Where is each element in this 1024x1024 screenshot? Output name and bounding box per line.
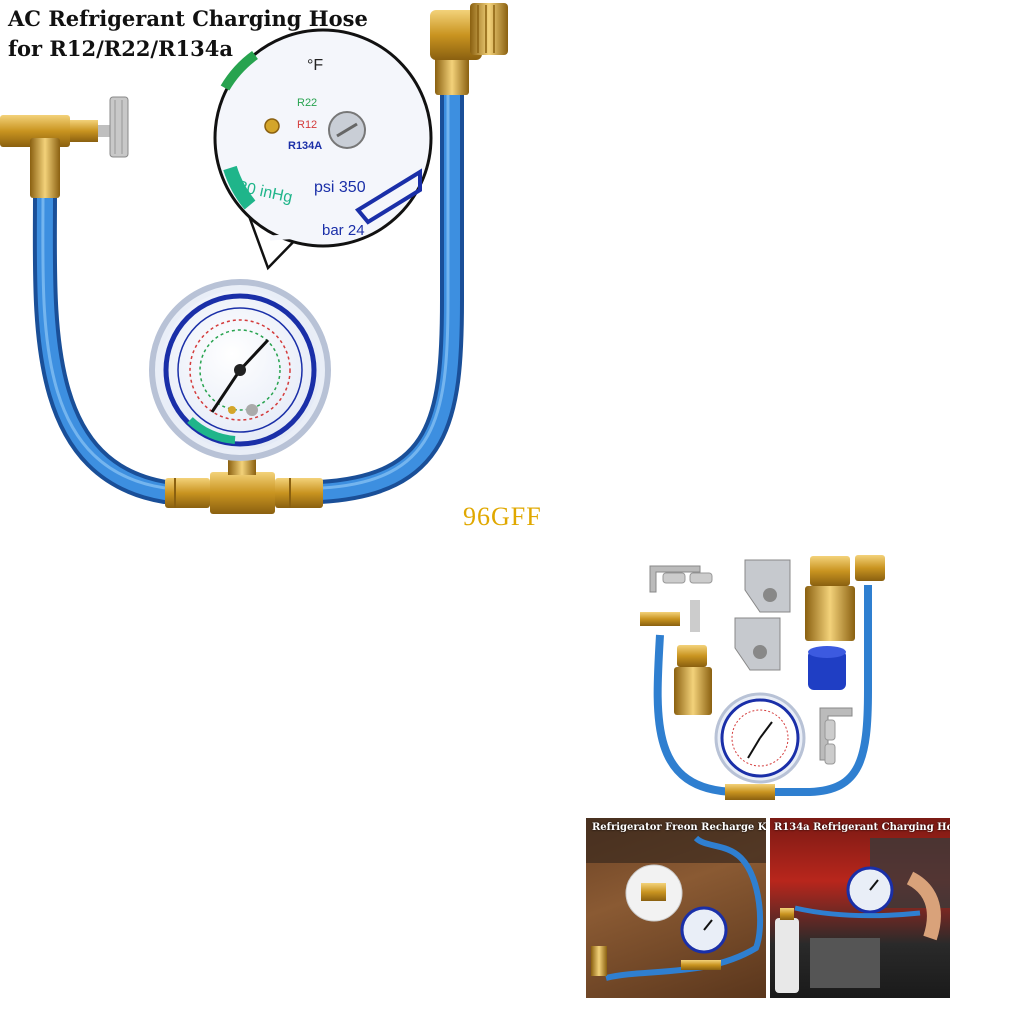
title-line-2: for R12/R22/R134a (8, 36, 234, 61)
coupler-fitting (430, 3, 508, 95)
kit-contents-image (640, 555, 885, 800)
photo-right-caption: R134a Refrigerant Charging Hose (774, 822, 950, 833)
pressure-gauge (149, 279, 331, 461)
callout-r12: R12 (297, 119, 317, 131)
usage-photo-right: R134a Refrigerant Charging Hose (770, 818, 950, 998)
zoom-callout: °F R22 R12 R134A -30 inHg psi 350 bar 24 (213, 28, 433, 271)
callout-unit-f: °F (307, 57, 323, 74)
tee-fitting (165, 455, 323, 514)
hose-right (308, 78, 464, 504)
hose-left (32, 183, 177, 504)
callout-psi: psi 350 (314, 179, 366, 196)
callout-r134a: R134A (288, 140, 322, 152)
product-title: AC Refrigerant Charging Hose for R12/R22… (8, 4, 368, 64)
photo-left-graphic (586, 818, 766, 981)
can-tap-valve (0, 96, 129, 198)
callout-r22: R22 (297, 97, 317, 109)
photo-right-graphic (775, 838, 950, 993)
photo-left-caption: Refrigerator Freon Recharge Kit (592, 822, 766, 833)
usage-photo-left: Refrigerator Freon Recharge Kit (586, 818, 766, 998)
title-line-1: AC Refrigerant Charging Hose (8, 6, 368, 31)
callout-bar: bar 24 (322, 222, 365, 239)
watermark: 96GFF (463, 502, 542, 531)
